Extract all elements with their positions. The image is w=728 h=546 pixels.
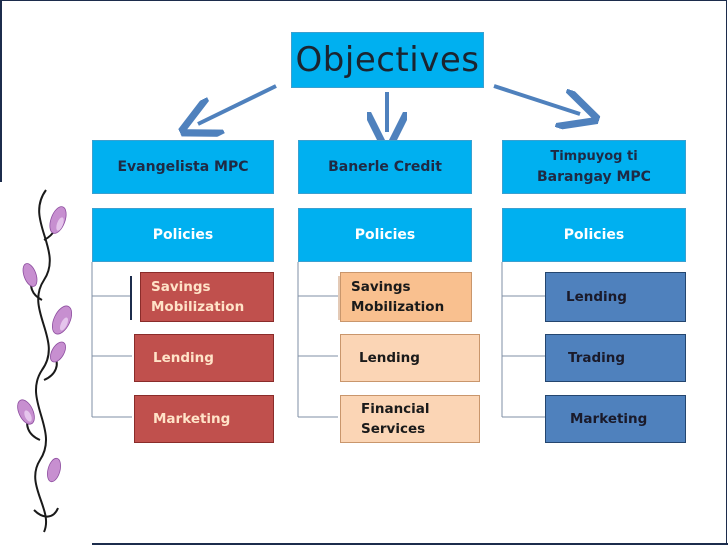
policy-item-label: Lending	[359, 350, 420, 366]
column-header-evangelista: Evangelista MPC	[92, 140, 274, 194]
tree-col1	[91, 262, 132, 418]
policy-item-savings-mobilization: Savings Mobilization	[140, 272, 274, 322]
policies-label: Policies	[152, 227, 214, 243]
policy-item-financial-services: Financial Services	[340, 395, 480, 443]
policies-box-col2: Policies	[298, 208, 472, 262]
policy-item-label: Savings Mobilization	[351, 279, 445, 315]
policy-item-label: Lending	[153, 350, 214, 366]
floral-ornament-icon	[17, 189, 73, 533]
policy-item-label: Savings Mobilization	[151, 279, 245, 315]
policy-item-label: Trading	[568, 350, 626, 366]
column-header-label-line1: Timpuyog ti	[550, 149, 638, 164]
policy-item-lending: Lending	[545, 272, 686, 322]
arrow-left	[198, 84, 277, 124]
column-header-banerle: Banerle Credit	[298, 140, 472, 194]
policy-item-lending: Lending	[134, 334, 274, 382]
slide-bottom-line	[92, 543, 728, 545]
column-header-timpuyog: Timpuyog ti Barangay MPC	[502, 140, 686, 194]
policy-item-label: Financial Services	[361, 401, 430, 437]
policy-item-lending: Lending	[340, 334, 480, 382]
policies-box-col1: Policies	[92, 208, 274, 262]
policy-item-trading: Trading	[545, 334, 686, 382]
policy-item-label: Lending	[566, 289, 627, 305]
policy-item-marketing: Marketing	[545, 395, 686, 443]
slide-left-edge	[0, 0, 2, 182]
column-header-label: Evangelista MPC	[117, 159, 249, 175]
column-header-label-line2: Barangay MPC	[537, 169, 651, 185]
policies-label: Policies	[354, 227, 416, 243]
tree-col2	[297, 262, 338, 418]
tree-col3	[501, 262, 545, 418]
policy-item-savings-mobilization: Savings Mobilization	[340, 272, 472, 322]
policies-box-col3: Policies	[502, 208, 686, 262]
policy-item-label: Marketing	[153, 411, 231, 427]
policy-item-marketing: Marketing	[134, 395, 274, 443]
arrow-right	[493, 84, 580, 114]
column-header-label: Banerle Credit	[328, 159, 442, 175]
objectives-title: Objectives	[291, 32, 484, 88]
policies-label: Policies	[563, 227, 625, 243]
policy-item-label: Marketing	[570, 411, 648, 427]
